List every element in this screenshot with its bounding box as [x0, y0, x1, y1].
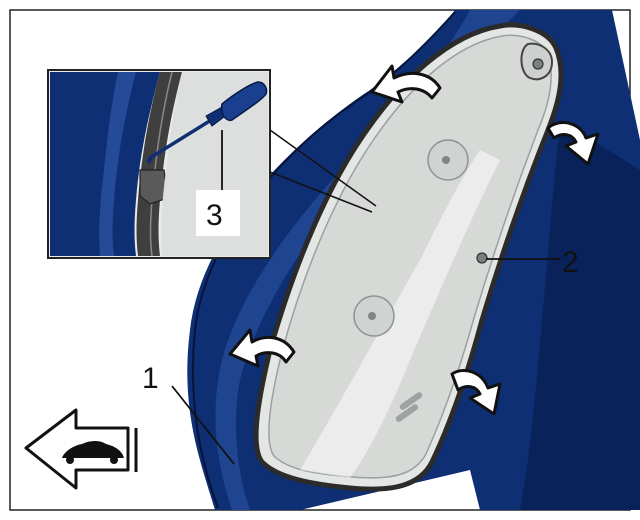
- trim-panel-inner: [268, 34, 552, 479]
- inset-leader-top: [269, 129, 377, 207]
- callout-3: 3: [206, 199, 223, 232]
- inset-seal-strip: [136, 72, 182, 256]
- mount-hole-lower: [368, 312, 376, 320]
- callout-1-leader: [171, 385, 235, 465]
- trim-panel: [253, 22, 564, 492]
- pry-arrow-upper-right: [546, 121, 600, 166]
- clip-top: [532, 58, 544, 70]
- vehicle-forward-direction-icon: [24, 408, 138, 490]
- car-silhouette: [62, 441, 124, 458]
- callouts: 3 2 1: [142, 130, 579, 465]
- pry-arrow-upper-left: [370, 64, 442, 104]
- screwdriver-tip: [146, 152, 156, 164]
- inset-leader-bottom: [269, 171, 373, 213]
- clip-slot-lower: [399, 392, 423, 410]
- retaining-clip: [476, 252, 488, 264]
- pry-arrow-lower-right: [450, 369, 502, 416]
- mount-hole-upper: [442, 156, 450, 164]
- pry-arrow-lower-left: [228, 328, 296, 368]
- callout-1: 1: [142, 362, 159, 395]
- car-wheel-front: [66, 456, 74, 464]
- removal-arrows: [228, 64, 600, 416]
- inset-clip-bracket: [139, 169, 169, 205]
- callout-3-box: [196, 190, 240, 236]
- pillar-highlight: [215, 10, 521, 510]
- screwdriver-shaft: [148, 120, 210, 160]
- screwdriver-icon: [146, 81, 268, 164]
- clip-slot-lower-2: [395, 404, 419, 422]
- inset-pillar-highlight: [99, 72, 136, 256]
- screwdriver-handle: [220, 81, 268, 122]
- car-wheel-rear: [110, 456, 118, 464]
- trim-shading: [300, 150, 500, 478]
- inset-trim-surface: [161, 72, 268, 256]
- callout-2: 2: [562, 246, 579, 279]
- pillar-edge-shadow: [520, 120, 640, 510]
